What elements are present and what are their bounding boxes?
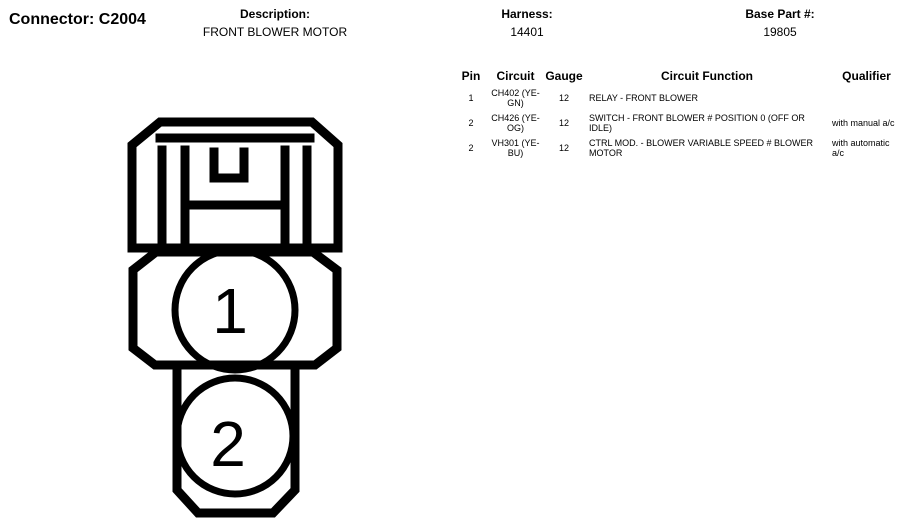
cell-qualifier: with manual a/c xyxy=(832,117,895,128)
cell-gauge: 12 xyxy=(558,117,569,128)
latch-tab xyxy=(209,147,249,183)
cell-circuit: VH301 (YE-BU) xyxy=(491,137,540,158)
cell-pin: 2 xyxy=(468,117,474,128)
connector-shell-outline xyxy=(127,117,343,253)
cell-circuit-function: CTRL MOD. - BLOWER VARIABLE SPEED # BLOW… xyxy=(589,137,814,158)
cell-qualifier: with automatic a/c xyxy=(832,137,890,158)
latch-frame xyxy=(157,145,312,253)
cell-gauge: 12 xyxy=(558,142,569,153)
base-part-value: 19805 xyxy=(763,25,797,39)
cell-pin: 2 xyxy=(468,142,474,153)
pin1-cavity xyxy=(171,246,299,374)
pin2-cavity xyxy=(173,374,297,498)
cell-circuit-function: RELAY - FRONT BLOWER xyxy=(589,92,699,103)
cell-pin: 1 xyxy=(468,92,474,103)
description-value: FRONT BLOWER MOTOR xyxy=(202,25,348,39)
pin1-label: 1 xyxy=(212,275,248,347)
table-header-row: Pin Circuit Gauge Circuit Function Quali… xyxy=(455,67,903,85)
column-header-qualifier: Qualifier xyxy=(842,69,891,83)
table-row: 1 CH402 (YE-GN) 12 RELAY - FRONT BLOWER xyxy=(455,85,903,110)
column-header-circuit: Circuit xyxy=(496,69,535,83)
cell-gauge: 12 xyxy=(558,92,569,103)
pin-table: Pin Circuit Gauge Circuit Function Quali… xyxy=(455,67,903,160)
column-header-circuit-function: Circuit Function xyxy=(661,69,753,83)
column-header-gauge: Gauge xyxy=(545,69,583,83)
table-row: 2 VH301 (YE-BU) 12 CTRL MOD. - BLOWER VA… xyxy=(455,135,903,160)
pin2-housing-outline xyxy=(172,360,300,518)
pin2-label: 2 xyxy=(210,408,246,480)
cell-circuit-function: SWITCH - FRONT BLOWER # POSITION 0 (OFF … xyxy=(589,112,805,133)
connector-title: Connector: C2004 xyxy=(9,11,146,28)
cell-circuit: CH426 (YE-OG) xyxy=(491,112,540,133)
table-row: 2 CH426 (YE-OG) 12 SWITCH - FRONT BLOWER… xyxy=(455,110,903,135)
pin1-housing-outline xyxy=(128,247,342,370)
harness-label: Harness: xyxy=(501,7,553,21)
base-part-label: Base Part #: xyxy=(745,7,815,21)
harness-value: 14401 xyxy=(510,25,544,39)
cell-circuit: CH402 (YE-GN) xyxy=(491,87,540,108)
column-header-pin: Pin xyxy=(461,69,481,83)
description-label: Description: xyxy=(239,7,310,21)
